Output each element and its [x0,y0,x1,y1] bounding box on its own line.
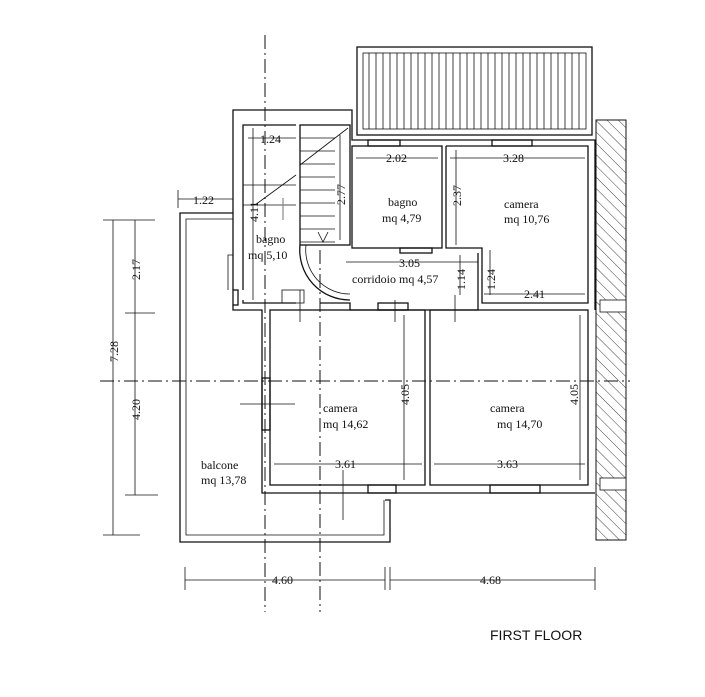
room-labels: bagno mq 5,10 bagno mq 4,79 camera mq 10… [201,195,549,487]
dim-4-05-left: 4.05 [398,384,412,405]
room-camera-left-name: camera [323,401,358,415]
dim-2-02: 2.02 [386,151,407,165]
room-camera-top-area: mq 10,76 [504,212,549,226]
room-bagno-top-area: mq 4,79 [382,211,421,225]
dim-2-41: 2.41 [524,287,545,301]
dim-1-22: 1.22 [193,193,214,207]
dim-7-28: 7.28 [107,341,121,362]
room-camera-top-name: camera [504,197,539,211]
party-wall [595,119,627,541]
dim-1-24: 1.24 [260,132,281,146]
entry-arrows [240,198,456,520]
walls [227,109,596,494]
room-balcone-name: balcone [201,458,238,472]
dim-2-77: 2.77 [334,184,348,205]
top-balcony-railing [356,46,593,136]
room-bagno-top-name: bagno [388,195,417,209]
dim-3-28: 3.28 [503,151,524,165]
dim-1-14: 1.14 [454,269,468,290]
dim-4-05-right: 4.05 [567,384,581,405]
dimension-lines [103,128,596,590]
dim-3-05: 3.05 [399,256,420,270]
dim-4-11: 4.11 [247,201,261,222]
dim-2-37: 2.37 [450,185,464,206]
dim-2-17: 2.17 [129,259,143,280]
dim-4-68: 4.68 [480,573,501,587]
room-bagno-left-area: mq 5,10 [248,248,287,262]
room-balcone-area: mq 13,78 [201,473,246,487]
floor-title: FIRST FLOOR [490,627,583,643]
room-camera-left-area: mq 14,62 [323,417,368,431]
room-corridoio-label: corridoio mq 4,57 [352,272,438,286]
dim-3-61: 3.61 [335,457,356,471]
room-bagno-left-name: bagno [256,232,285,246]
dim-4-60: 4.60 [272,573,293,587]
dim-3-63: 3.63 [497,457,518,471]
dim-1-24-mid: 1.24 [484,269,498,290]
room-camera-right-name: camera [490,401,525,415]
dim-4-20: 4.20 [129,399,143,420]
balcony-outline [179,212,391,543]
dimension-labels: 1.24 1.22 4.11 2.77 2.02 3.28 2.37 3.05 … [107,132,581,587]
room-camera-right-area: mq 14,70 [497,417,542,431]
